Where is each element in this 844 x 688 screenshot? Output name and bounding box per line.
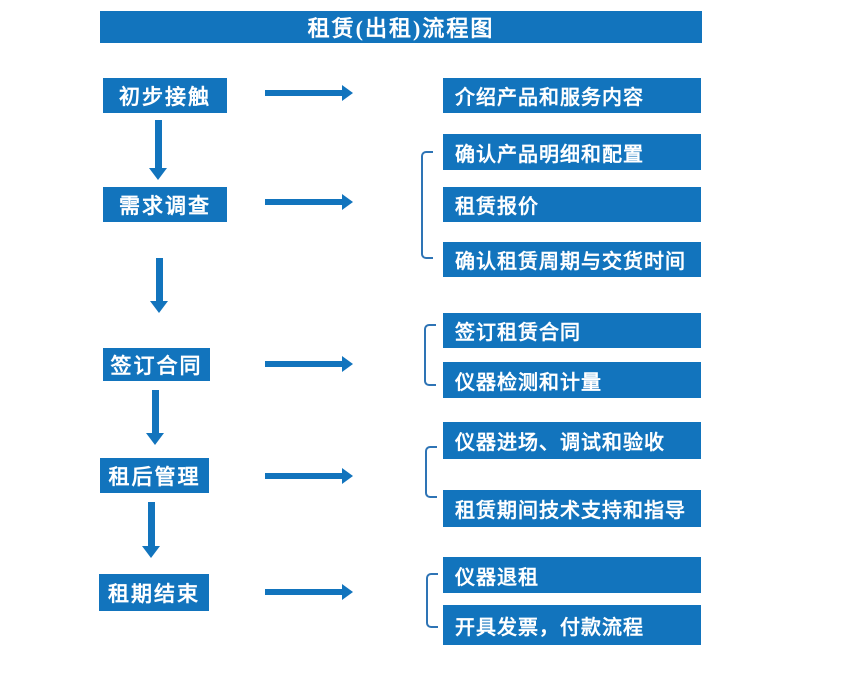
detail-box-instrument-entry-commissioning: 仪器进场、调试和验收 (443, 422, 701, 459)
stage-box-post-rental-management: 租后管理 (100, 458, 209, 493)
down-arrow-2 (150, 258, 168, 313)
arrow-head-icon (150, 301, 168, 313)
arrow-head-icon (149, 168, 167, 180)
right-arrow-demand-survey (265, 194, 353, 210)
stage-box-demand-survey: 需求调查 (103, 187, 227, 222)
arrow-shaft (155, 120, 162, 168)
detail-box-technical-support-guidance: 租赁期间技术支持和指导 (443, 490, 701, 527)
detail-box-confirm-product-details: 确认产品明细和配置 (443, 134, 701, 170)
down-arrow-4 (142, 502, 160, 558)
stage-box-rental-end: 租期结束 (99, 574, 209, 611)
arrow-shaft (265, 361, 342, 367)
arrow-head-icon (146, 433, 164, 445)
detail-box-instrument-testing-metering: 仪器检测和计量 (443, 362, 701, 398)
group-bracket-demand-survey (421, 151, 433, 259)
arrow-shaft (148, 502, 155, 546)
right-arrow-sign-contract (265, 356, 353, 372)
arrow-shaft (265, 90, 342, 96)
detail-box-confirm-rental-period-delivery: 确认租赁周期与交货时间 (443, 242, 701, 277)
arrow-head-icon (342, 194, 353, 210)
arrow-shaft (156, 258, 163, 301)
down-arrow-3 (146, 390, 164, 445)
detail-box-invoice-payment: 开具发票，付款流程 (443, 605, 701, 645)
flowchart-title: 租赁(出租)流程图 (100, 11, 702, 43)
arrow-head-icon (342, 356, 353, 372)
detail-box-introduce-products-services: 介绍产品和服务内容 (443, 78, 701, 113)
group-bracket-sign-contract (424, 324, 436, 386)
right-arrow-initial-contact (265, 85, 353, 101)
arrow-shaft (265, 589, 342, 595)
arrow-head-icon (342, 584, 353, 600)
right-arrow-post-rental (265, 468, 353, 484)
group-bracket-rental-end (426, 573, 438, 628)
arrow-shaft (265, 473, 342, 479)
stage-box-initial-contact: 初步接触 (103, 78, 227, 113)
arrow-shaft (152, 390, 159, 433)
detail-box-sign-rental-contract: 签订租赁合同 (443, 313, 701, 348)
arrow-head-icon (342, 85, 353, 101)
detail-box-instrument-return: 仪器退租 (443, 557, 701, 593)
down-arrow-1 (149, 120, 167, 180)
arrow-shaft (265, 199, 342, 205)
arrow-head-icon (342, 468, 353, 484)
stage-box-sign-contract: 签订合同 (103, 348, 210, 381)
detail-box-rental-quotation: 租赁报价 (443, 187, 701, 222)
right-arrow-rental-end (265, 584, 353, 600)
arrow-head-icon (142, 546, 160, 558)
group-bracket-post-rental (425, 446, 437, 498)
